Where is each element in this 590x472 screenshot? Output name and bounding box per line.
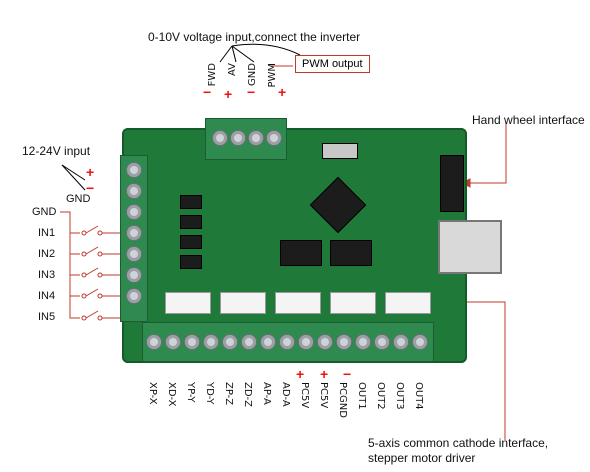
left-gnd: GND [32,206,57,218]
left-in3: IN3 [38,269,56,281]
left-terminal-screw [126,162,142,178]
bottom-terminal-screw [393,334,409,350]
optocoupler [180,195,202,209]
top-title: 0-10V voltage input,connect the inverter [148,30,361,44]
bottom-terminal-screw [355,334,371,350]
bottom-label-xp-x: XP-X [147,382,158,405]
axis-connector [385,292,431,314]
left-terminal-screw [126,288,142,304]
bottom-label-out3: OUT3 [394,382,405,410]
bottom-terminal-screw [260,334,276,350]
axis-caption-line1: 5-axis common cathode interface, [368,436,549,450]
bottom-terminal-screw [412,334,428,350]
sign-pc5v-1: + [296,366,305,382]
crystal [322,143,358,159]
bottom-label-pc5v-1: PC5V [299,382,310,409]
sign-av: + [224,86,233,102]
driver-chip [280,240,322,266]
bottom-label-ad-a: AD-A [280,382,291,407]
bottom-terminal-screw [279,334,295,350]
power-gnd: GND [66,193,91,205]
bottom-terminal-screw [336,334,352,350]
sign-pc5v-2: + [320,366,329,382]
top-terminal-screw [230,130,246,146]
bottom-label-out2: OUT2 [375,382,386,410]
axis-connector [330,292,376,314]
left-terminal-screw [126,183,142,199]
left-in4: IN4 [38,290,56,302]
power-input-label: 12-24V input [22,144,91,158]
bottom-terminal-screw [374,334,390,350]
power-minus: − [86,180,95,196]
left-terminal-screw [126,267,142,283]
axis-connector [220,292,266,314]
power-plus: + [86,164,95,180]
bottom-terminal-screw [203,334,219,350]
bottom-label-zd-z: ZD-Z [242,382,253,408]
optocoupler [180,235,202,249]
bottom-terminal-screw [317,334,333,350]
optocoupler [180,215,202,229]
bottom-label-out1: OUT1 [356,382,367,410]
sign-pcgnd: − [343,366,352,382]
bottom-label-pc5v-2: PC5V [318,382,329,409]
top-terminal-screw [248,130,264,146]
axis-caption-line2: stepper motor driver [368,451,476,465]
top-terminal-screw [212,130,228,146]
left-in1: IN1 [38,227,56,239]
left-terminal-screw [126,204,142,220]
bottom-label-xd-x: XD-X [166,382,177,407]
left-terminal-screw [126,246,142,262]
sign-gnd: − [247,84,256,100]
driver-chip [330,240,372,266]
bottom-label-yd-y: YD-Y [204,382,215,405]
bottom-label-pcgnd: PCGND [337,382,348,418]
bottom-terminal-screw [146,334,162,350]
usb-port [438,220,502,274]
left-in2: IN2 [38,248,56,260]
bottom-terminal-screw [184,334,200,350]
sign-fwd: − [203,84,212,100]
bottom-label-yp-y: YP-Y [185,382,196,403]
bottom-terminal-screw [241,334,257,350]
hand-wheel-label: Hand wheel interface [472,113,585,127]
left-in5: IN5 [38,311,56,323]
bottom-terminal-screw [165,334,181,350]
bottom-terminal-screw [298,334,314,350]
bottom-label-out4: OUT4 [413,382,424,410]
top-terminal-screw [266,130,282,146]
optocoupler [180,255,202,269]
axis-connector [165,292,211,314]
bottom-label-ap-a: AP-A [261,382,272,405]
bottom-label-zp-z: ZP-Z [223,382,234,406]
left-terminal-screw [126,225,142,241]
hand-wheel-header [440,155,464,212]
sign-pwm: + [278,84,287,100]
axis-connector [275,292,321,314]
pwm-output-box: PWM output [295,55,370,73]
bottom-terminal-screw [222,334,238,350]
